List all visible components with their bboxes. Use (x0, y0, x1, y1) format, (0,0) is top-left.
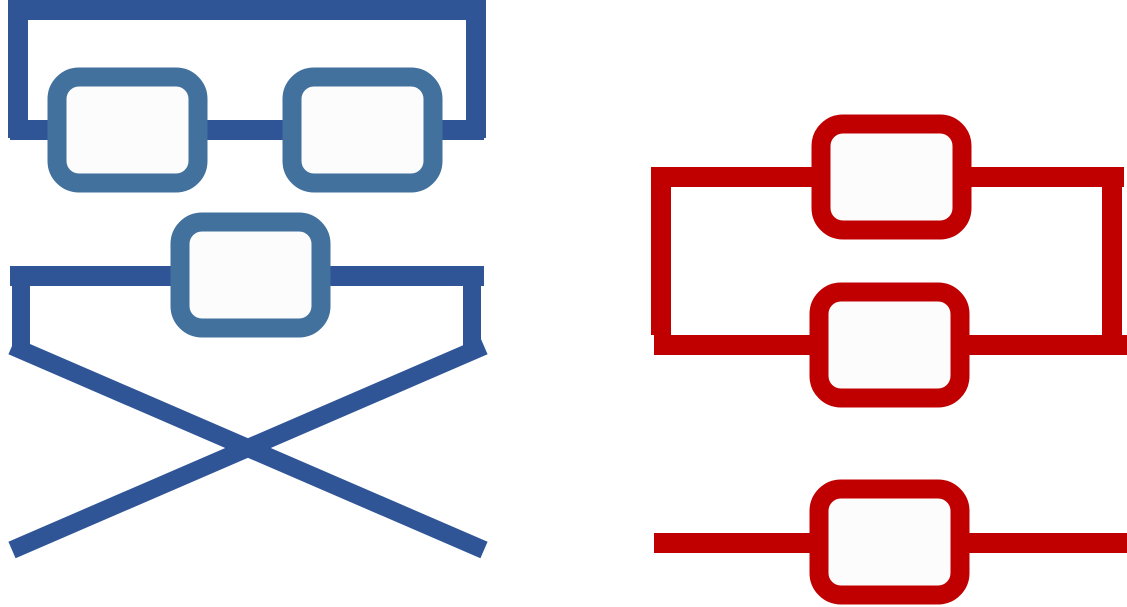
left-circuit-diagram (8, 0, 488, 559)
right-circuit-diagram (651, 114, 1127, 605)
top-left-box (47, 67, 208, 193)
parallel-top-box (811, 114, 972, 240)
left-cross-wire-b (8, 337, 488, 559)
middle-box (170, 212, 331, 338)
parallel-bottom-box (809, 282, 970, 408)
series-box (809, 479, 970, 605)
top-right-box (282, 67, 443, 193)
left-top-bracket-wire (8, 0, 486, 138)
